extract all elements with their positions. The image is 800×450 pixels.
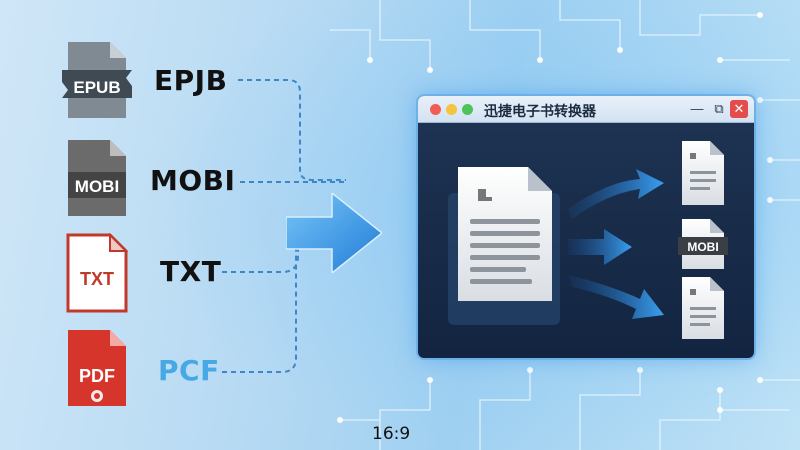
arrow-down-icon — [568, 275, 664, 319]
output-mobi-icon: MOBI — [678, 219, 728, 269]
connector-pdf — [222, 246, 297, 373]
output-mobi-text: MOBI — [687, 240, 718, 254]
conversion-illustration: MOBI — [448, 141, 728, 339]
minimize-dot-icon[interactable] — [446, 104, 457, 115]
epub-icon-text: EPUB — [73, 78, 120, 97]
connector-epub — [238, 79, 346, 181]
minimize-button[interactable]: — — [690, 101, 704, 116]
close-dot-icon[interactable] — [430, 104, 441, 115]
pdf-file-icon[interactable]: PDF — [62, 328, 132, 408]
mobi-icon-text: MOBI — [75, 177, 119, 196]
convert-arrow-icon — [286, 193, 382, 273]
arrow-up-icon — [568, 169, 664, 219]
aspect-ratio-caption: 16:9 — [372, 424, 411, 444]
window-titlebar: 迅捷电子书转换器 — ⧉ ✕ — [418, 96, 754, 123]
maximize-button[interactable]: ⧉ — [714, 101, 724, 116]
source-document-icon — [448, 167, 560, 325]
window-title: 迅捷电子书转换器 — [484, 104, 596, 120]
format-label-txt: TXT — [160, 255, 222, 288]
output-document-bottom-icon — [682, 277, 724, 339]
txt-file-icon[interactable]: TXT — [62, 233, 132, 313]
mobi-file-icon[interactable]: MOBI — [62, 138, 132, 218]
output-document-top-icon — [682, 141, 724, 205]
zoom-dot-icon[interactable] — [462, 104, 473, 115]
connector-txt — [222, 236, 299, 273]
txt-icon-text: TXT — [80, 269, 114, 289]
close-button[interactable]: ✕ — [730, 100, 748, 118]
arrow-middle-icon — [568, 229, 632, 265]
pdf-icon-text: PDF — [79, 366, 115, 386]
converter-window: 迅捷电子书转换器 — ⧉ ✕ — [418, 96, 754, 358]
epub-file-icon[interactable]: EPUB — [62, 40, 132, 120]
format-label-pdf: PCF — [158, 354, 220, 387]
format-label-epub: EPJB — [154, 64, 228, 97]
format-label-mobi: MOBI — [150, 164, 236, 197]
